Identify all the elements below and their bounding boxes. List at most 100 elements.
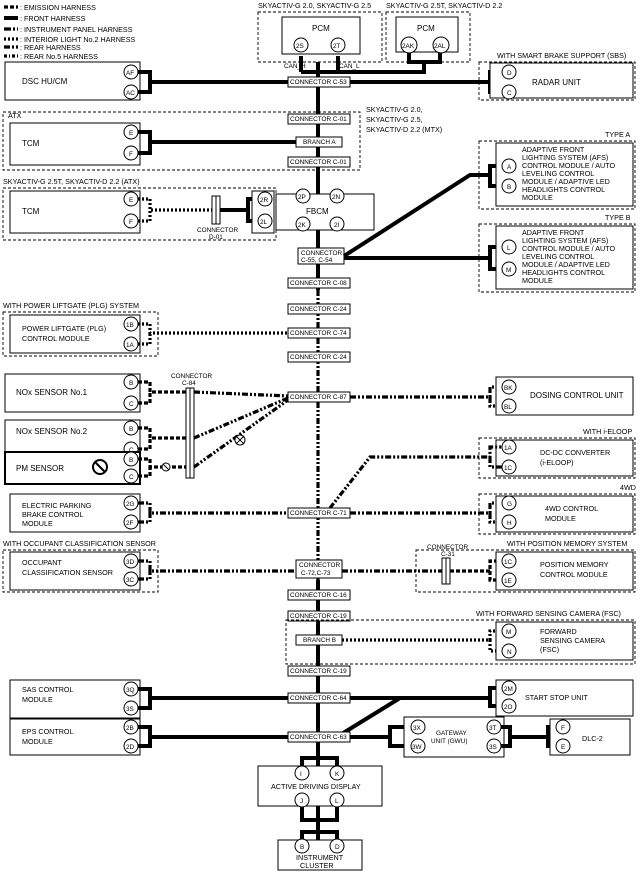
pm-box	[4, 451, 141, 485]
fsc-frame	[285, 619, 636, 665]
ss-pin-2m-label: 2M	[504, 686, 513, 693]
plg-wire	[138, 322, 288, 346]
afs-a-pin-b	[501, 178, 517, 194]
sas-label-2: MODULE	[22, 695, 53, 704]
epb-wire	[138, 501, 288, 524]
occ-group: WITH OCCUPANT CLASSIFICATION SENSOR OCCU…	[2, 539, 636, 593]
radar-pin-d-label: D	[507, 70, 512, 77]
connector-c19a-label: CONNECTOR C-19	[290, 613, 347, 620]
ieloop-group: WITH i-ELOOP 1A 1C DC-DC CONVERTER (i-EL…	[328, 427, 636, 509]
gw-pin-3x-label: 3X	[413, 725, 422, 732]
pos-condition: WITH POSITION MEMORY SYSTEM	[507, 539, 627, 548]
dcdc-pin-1a-label: 1A	[504, 445, 513, 452]
branch-a-label: BRANCH A	[303, 139, 336, 146]
add-pin-j-label: J	[300, 798, 303, 805]
connector-c55-label-2: C-55, C-54	[301, 257, 333, 264]
occ-label-1: OCCUPANT	[22, 558, 62, 567]
fwd-label-2: MODULE	[545, 514, 576, 523]
occ-pin-3c-label: 3C	[126, 577, 135, 584]
ss-wire	[350, 686, 502, 708]
eps-label-1: EPS CONTROL	[22, 727, 74, 736]
nox2-wire	[138, 426, 186, 451]
dsc-pin-af-label: AF	[126, 70, 134, 77]
nox1-pin-c-label: C	[129, 401, 134, 408]
occ-pin-3d-label: 3D	[126, 559, 135, 566]
pos-label-2: CONTROL MODULE	[540, 570, 608, 579]
sbs-condition: WITH SMART BRAKE SUPPORT (SBS)	[497, 51, 626, 60]
gw-label-2: UNIT (GWU)	[431, 738, 467, 745]
dosing-pin-bk-label: BK	[504, 385, 513, 392]
connector-c84-label-1: CONNECTOR	[171, 373, 212, 380]
ss-pin-2m	[501, 680, 517, 696]
afs-b-line-6: MODULE	[522, 276, 553, 285]
fbcm-pin-2k	[295, 216, 311, 232]
nox2-label: NOx SENSOR No.2	[16, 427, 88, 436]
nox1-box	[4, 373, 141, 413]
connector-d01-label-1: CONNECTOR	[197, 227, 238, 234]
ic-label-2: CLUSTER	[300, 861, 334, 870]
pcm2-frame	[385, 11, 471, 63]
plg-pin-1a-label: 1A	[126, 342, 135, 349]
fbcm-pin-2p-label: 2P	[298, 194, 306, 201]
nox2-pin-b-label: B	[129, 426, 133, 433]
afs-a-line-6: MODULE	[522, 193, 553, 202]
ss-wire-b	[338, 696, 402, 737]
dlc-pin-f	[555, 719, 571, 735]
pin-2l-label: 2L	[260, 219, 268, 226]
afs-b-box	[495, 225, 634, 290]
dcdc-box	[495, 439, 634, 477]
epb-pin-2g-label: 2G	[126, 501, 135, 508]
plg-group: WITH POWER LIFTGATE (PLG) SYSTEM POWER L…	[2, 301, 288, 357]
fsc-label-1: FORWARD	[540, 627, 577, 636]
pos-label-1: POSITION MEMORY	[540, 560, 609, 569]
pcm1-box	[281, 16, 361, 55]
tcm2-pin-e-label: E	[129, 197, 133, 204]
afs-a-box	[495, 142, 634, 207]
plg-pin-1b-label: 1B	[126, 322, 134, 329]
ic-label-1: INSTRUMENT	[296, 853, 344, 862]
pin-2l	[257, 213, 273, 229]
nox-to-c87	[193, 390, 289, 469]
eps-label-2: MODULE	[22, 737, 53, 746]
occ-condition: WITH OCCUPANT CLASSIFICATION SENSOR	[3, 539, 156, 548]
connector-c71-label: CONNECTOR C-71	[290, 510, 347, 517]
connector-c74-label: CONNECTOR C-74	[290, 330, 347, 337]
gw-pin-3w-label: 3W	[412, 744, 423, 751]
pcm2-label: PCM	[417, 24, 435, 33]
dosing-pin-bl	[501, 398, 517, 414]
connector-c19a	[287, 610, 351, 622]
fsc-label-3: (FSC)	[540, 645, 559, 654]
pcm1-label: PCM	[312, 24, 330, 33]
radar-pin-c-label: C	[507, 90, 512, 97]
connector-c72	[295, 559, 343, 579]
connector-c24b	[287, 351, 351, 363]
dosing-box	[495, 376, 634, 416]
add-pin-k-label: K	[335, 771, 340, 778]
pos-box	[495, 551, 634, 591]
connector-c24a-label: CONNECTOR C-24	[290, 306, 347, 313]
legend-interior: : INTERIOR LIGHT No.2 HARNESS	[20, 35, 135, 44]
plg-label-1: POWER LIFTGATE (PLG)	[22, 324, 106, 333]
ic-pin-d-label: D	[335, 844, 340, 851]
pos-pin-1e	[501, 572, 517, 588]
fbcm-group: FBCM 2P 2N 2K 2I CONNECTOR C-55, C-54	[275, 188, 375, 265]
pin-2s-label: 2S	[296, 43, 304, 50]
pm-splice-mark	[162, 463, 170, 471]
dsc-label: DSC HU/CM	[22, 77, 68, 86]
tcm1-label: TCM	[22, 139, 40, 148]
pin-2r	[257, 191, 273, 207]
fbcm-pin-2i-label: 2I	[334, 222, 340, 229]
fsc-wire	[342, 629, 502, 653]
dosing-pin-bl-label: BL	[504, 404, 512, 411]
ieloop-condition: WITH i-ELOOP	[583, 427, 632, 436]
connector-c72-label-1: CONNECTOR	[299, 562, 340, 569]
dlc-label: DLC-2	[582, 734, 603, 743]
afs-a-line-1: LIGHTING SYSTEM (AFS)	[522, 153, 608, 162]
pm-pin-c-label: C	[129, 474, 134, 481]
fwd-label-1: 4WD CONTROL	[545, 504, 598, 513]
sas-wire	[138, 687, 288, 710]
atx-label: ATX	[8, 111, 22, 120]
dsc-box	[4, 61, 141, 101]
afs-a-line-5: HEADLIGHTS CONTROL	[522, 185, 605, 194]
